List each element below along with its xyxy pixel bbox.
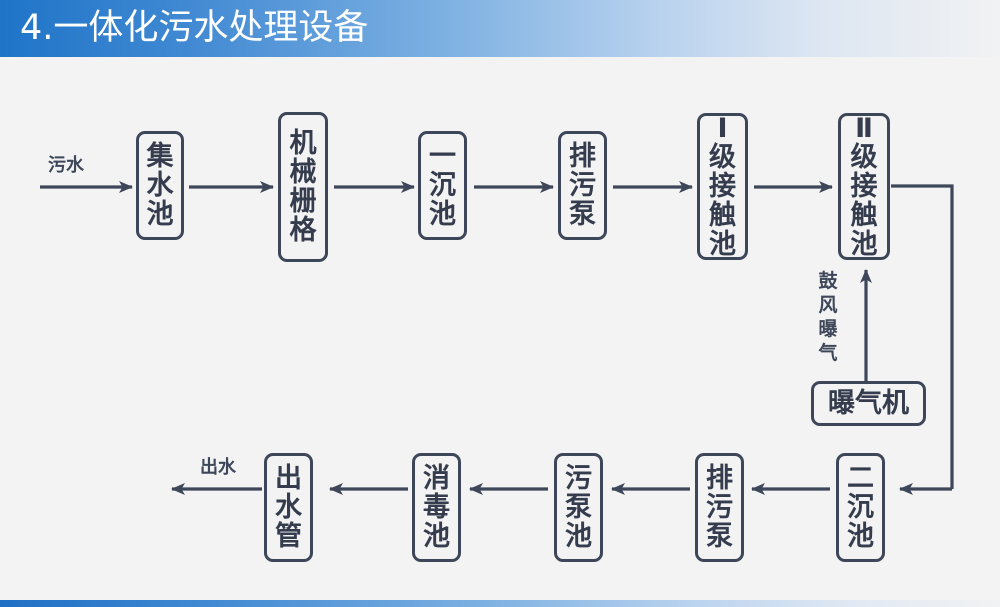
node-outlet-pipe[interactable]: 出 水 管 (264, 453, 313, 562)
connector-layer (40, 181, 954, 495)
node-label: 污 泵 池 (565, 463, 592, 552)
node-label: Ⅱ 级 接 触 池 (850, 113, 878, 260)
aeration-label: 鼓 风 曝 气 (818, 270, 838, 364)
node-label: 消 毒 池 (423, 463, 450, 552)
outlet-label: 出水 (200, 457, 236, 478)
node-collection-tank[interactable]: 集 水 池 (136, 131, 184, 240)
footer-accent-bar (0, 600, 1000, 607)
connector-contact2-to-secondary (891, 184, 954, 489)
inlet-label: 污水 (48, 155, 84, 176)
node-contact-tank-1[interactable]: Ⅰ 级 接 触 池 (697, 113, 748, 260)
node-label: 排 污 泵 (706, 463, 733, 552)
node-label: 二 沉 池 (847, 463, 874, 552)
node-label: 一 沉 池 (429, 141, 456, 230)
node-label: 排 污 泵 (569, 141, 596, 230)
node-aerator[interactable]: 曝气机 (811, 381, 926, 426)
node-contact-tank-2[interactable]: Ⅱ 级 接 触 池 (838, 113, 890, 260)
node-primary-settler[interactable]: 一 沉 池 (418, 131, 467, 240)
node-mechanical-grate[interactable]: 机 械 栅 格 (278, 112, 328, 262)
title-banner: 4.一体化污水处理设备 (0, 0, 1000, 57)
node-label: Ⅰ 级 接 触 池 (709, 113, 736, 260)
node-label: 机 械 栅 格 (289, 128, 317, 246)
node-label: 曝气机 (828, 387, 909, 419)
flow-diagram: 污水 出水 鼓 风 曝 气 集 水 池 机 械 栅 格 一 沉 池 排 污 泵 … (0, 57, 1000, 600)
node-sewage-pump-2[interactable]: 排 污 泵 (695, 453, 744, 562)
node-disinfection-tank[interactable]: 消 毒 池 (412, 453, 461, 562)
node-label: 出 水 管 (275, 463, 302, 552)
node-sewage-pump-1[interactable]: 排 污 泵 (558, 131, 607, 240)
node-label: 集 水 池 (146, 141, 174, 230)
node-secondary-settler[interactable]: 二 沉 池 (836, 453, 885, 562)
page-title: 4.一体化污水处理设备 (20, 8, 369, 48)
node-sludge-pump-tank[interactable]: 污 泵 池 (554, 453, 603, 562)
